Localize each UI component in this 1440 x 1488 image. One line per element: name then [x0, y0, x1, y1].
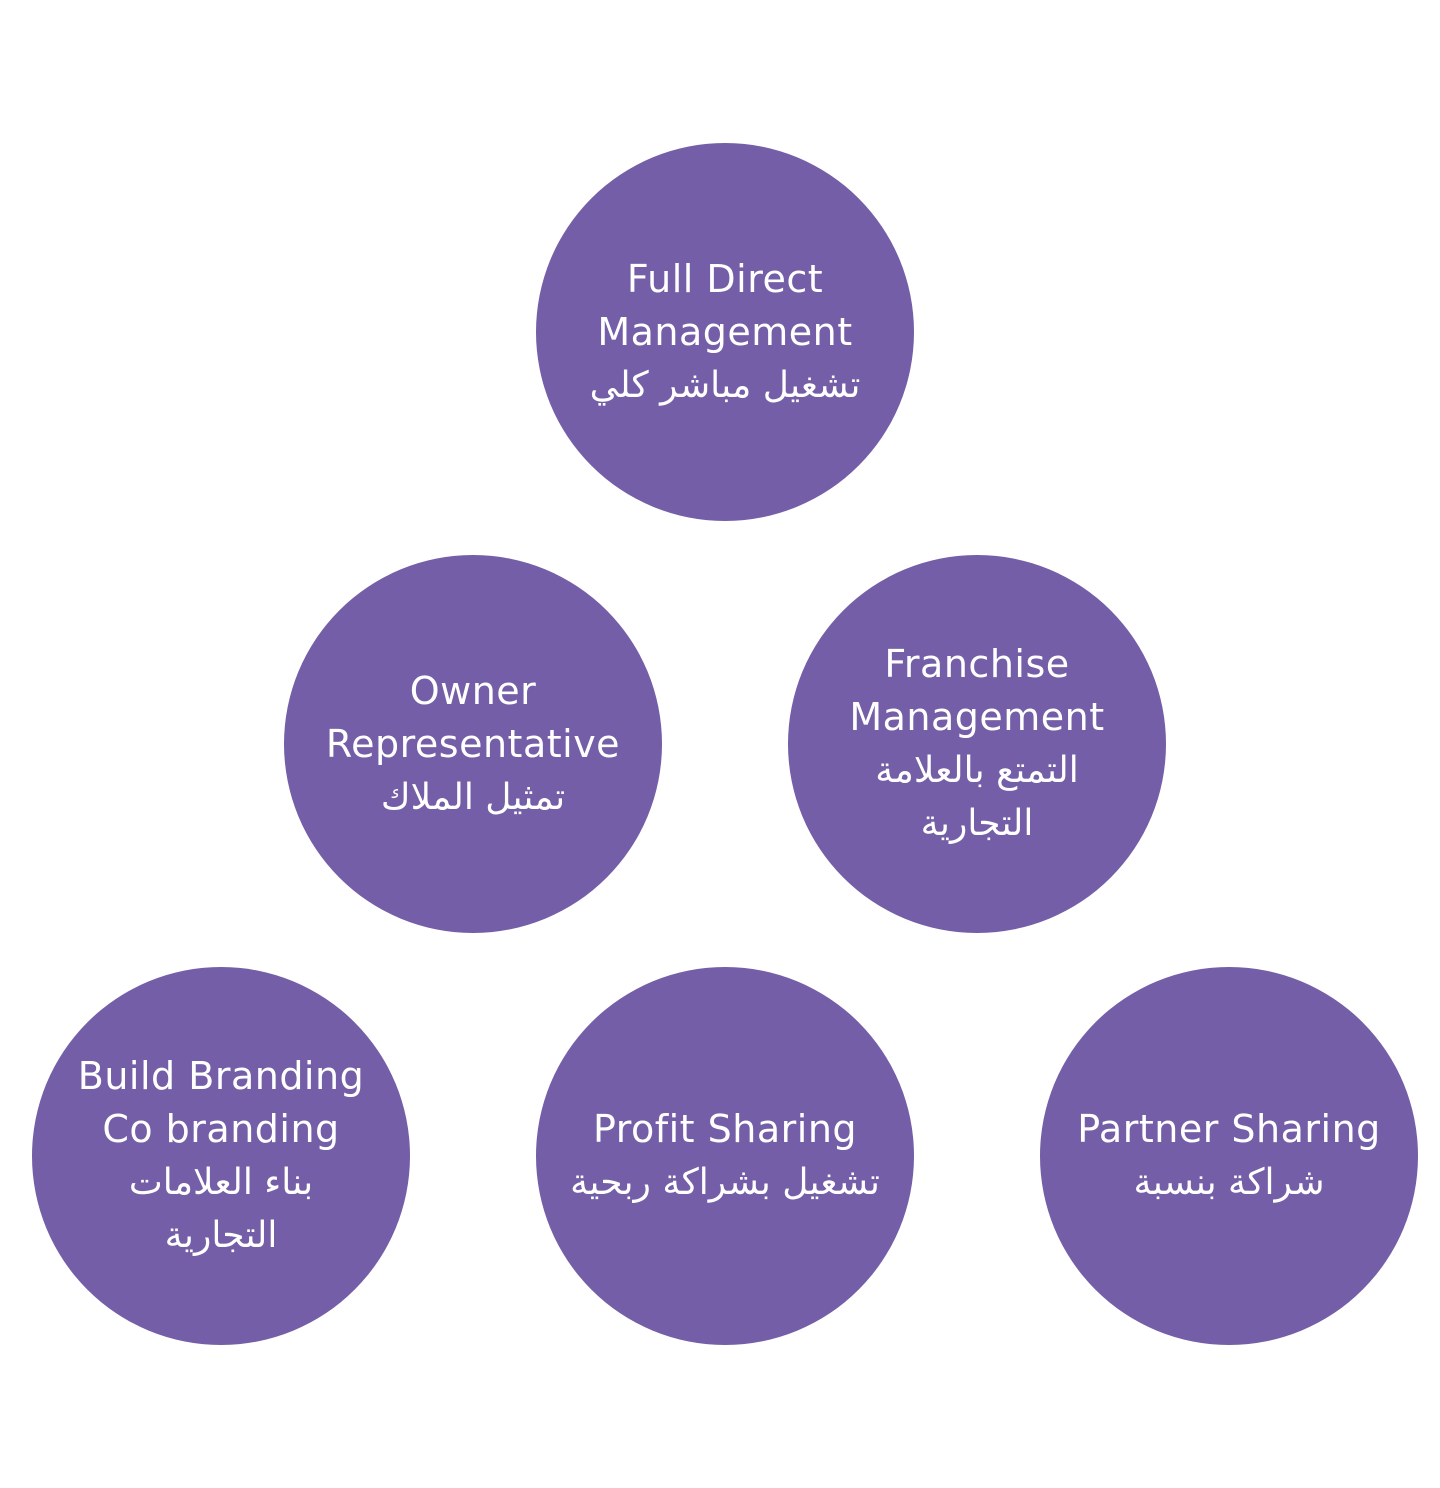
- node-profit-sharing: Profit Sharing تشغيل بشراكة ربحية: [536, 967, 914, 1345]
- node-owner-representative: Owner Representative تمثيل الملاك: [284, 555, 662, 933]
- node-label-en: Owner: [409, 668, 537, 713]
- node-label-en: Build Branding: [77, 1054, 365, 1098]
- node-label-ar: شراكة بنسبة: [1133, 1162, 1325, 1203]
- node-label-ar: التجارية: [164, 1215, 278, 1256]
- node-franchise-management: Franchise Management التمتع بالعلامة الت…: [788, 555, 1166, 933]
- node-partner-sharing: Partner Sharing شراكة بنسبة: [1040, 967, 1418, 1345]
- node-label-en: Profit Sharing: [592, 1107, 858, 1151]
- node-label-ar: بناء العلامات: [128, 1162, 314, 1203]
- node-label-ar: التمتع بالعلامة: [875, 750, 1079, 791]
- node-label-en: Management: [597, 309, 853, 354]
- node-label-en: Co branding: [102, 1107, 340, 1151]
- node-label-en: Partner Sharing: [1077, 1107, 1381, 1151]
- node-label-en: Representative: [325, 721, 621, 766]
- node-label-ar: تشغيل بشراكة ربحية: [570, 1162, 880, 1203]
- node-build-branding: Build Branding Co branding بناء العلامات…: [32, 967, 410, 1345]
- node-label-en: Full Direct: [626, 256, 824, 301]
- node-label-en: Franchise: [884, 642, 1070, 686]
- node-label-ar: تمثيل الملاك: [380, 776, 566, 818]
- node-label-ar: تشغيل مباشر كلي: [589, 364, 861, 406]
- node-label-en: Management: [849, 695, 1105, 739]
- node-full-direct-management: Full Direct Management تشغيل مباشر كلي: [536, 143, 914, 521]
- node-label-ar: التجارية: [920, 803, 1034, 844]
